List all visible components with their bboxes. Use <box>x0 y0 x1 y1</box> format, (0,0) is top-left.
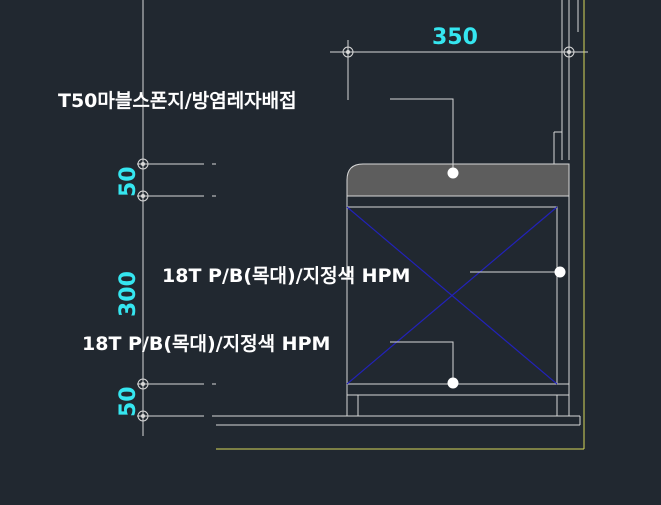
leader-front-panel <box>470 266 566 278</box>
right-wall <box>553 0 579 165</box>
leader-top-slab <box>390 98 459 179</box>
callout-lower-panel: 18T P/B(목대)/지정색 HPM <box>82 333 330 355</box>
cross-lines <box>346 206 558 385</box>
dimension-top-width: 350 <box>432 25 478 50</box>
top-slab <box>346 163 570 197</box>
dimension-vertical-middle: 300 <box>116 271 141 317</box>
dimension-vertical-bottom: 50 <box>116 386 141 417</box>
callout-top-slab: T50마블스폰지/방염레자배접 <box>58 90 297 112</box>
callout-front-panel: 18T P/B(목대)/지정색 HPM <box>162 265 410 287</box>
floor-boundary <box>216 0 585 450</box>
floor-lines <box>216 415 581 426</box>
leader-lower-panel <box>390 341 459 389</box>
left-dimension-ticks <box>137 158 216 422</box>
top-dimension <box>330 40 588 100</box>
dimension-vertical-top: 50 <box>116 166 141 197</box>
